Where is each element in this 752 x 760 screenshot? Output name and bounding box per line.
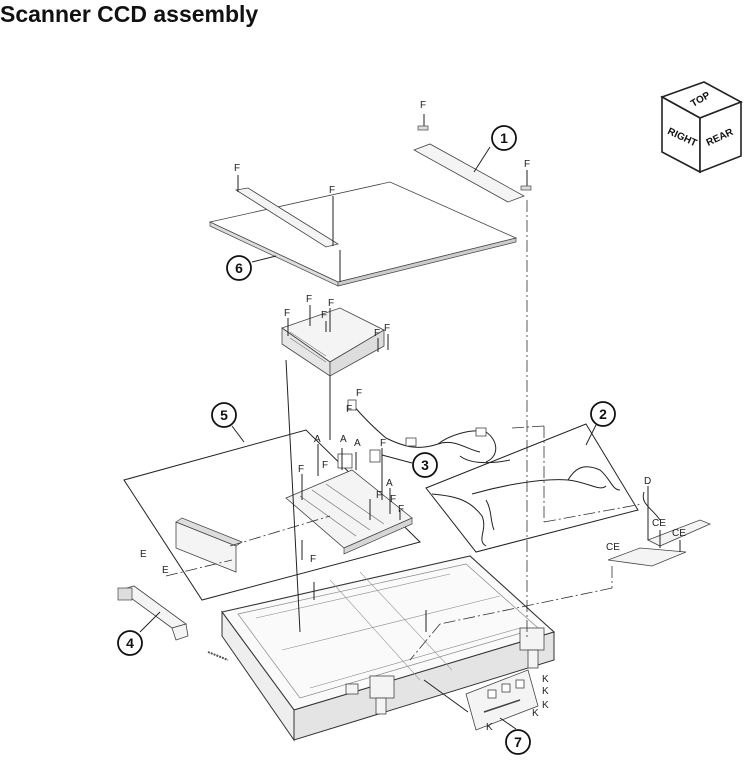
callout-7: 7 (505, 729, 531, 755)
fastener-e-label: E (162, 565, 169, 576)
fastener-f-label: F (420, 100, 426, 111)
fastener-a-label: A (340, 434, 347, 445)
fastener-f-label: F (329, 185, 335, 196)
part-4-connector (117, 585, 189, 641)
callout-pointers (139, 146, 597, 730)
callout-3-label: 3 (421, 457, 429, 473)
fastener-k-label: K (486, 722, 493, 733)
callout-6: 6 (226, 255, 252, 281)
callout-3: 3 (412, 452, 438, 478)
fastener-ce-label: CE (672, 528, 686, 539)
fastener-f-label: F (322, 460, 328, 471)
callout-1-label: 1 (500, 130, 508, 146)
fastener-f-label: F (234, 163, 240, 174)
fastener-a-label: A (314, 434, 321, 445)
fastener-f-label: F (374, 328, 380, 339)
fastener-f-label: F (390, 494, 396, 505)
callout-1: 1 (491, 125, 517, 151)
fastener-f-label: F (346, 404, 352, 415)
fastener-k-label: K (542, 686, 549, 697)
fastener-f-label: F (298, 464, 304, 475)
fastener-f-label: F (284, 308, 290, 319)
scanner-frame (207, 555, 556, 742)
fastener-e-label: E (140, 549, 147, 560)
orientation-cube: TOP RIGHT REAR (660, 81, 743, 174)
fastener-f-label: F (356, 388, 362, 399)
callout-2: 2 (590, 401, 616, 427)
lower-right-bracket (607, 486, 712, 567)
callout-7-label: 7 (514, 734, 522, 750)
callout-4-label: 4 (126, 635, 134, 651)
ccd-top-bracket (281, 305, 389, 377)
fastener-f-label: F (328, 298, 334, 309)
callout-6-label: 6 (235, 260, 243, 276)
callout-5-label: 5 (220, 407, 228, 423)
part-1-strip (413, 114, 532, 203)
fastener-ce-label: CE (652, 518, 666, 529)
part-2-box (425, 423, 639, 553)
fastener-f-label: F (384, 323, 390, 334)
fastener-f-label: F (398, 504, 404, 515)
fastener-a-label: A (386, 478, 393, 489)
fastener-k-label: K (542, 700, 549, 711)
fastener-k-label: K (532, 708, 539, 719)
callout-5: 5 (211, 402, 237, 428)
upper-harness (347, 399, 511, 464)
fastener-f-label: F (380, 438, 386, 449)
fastener-ce-label: CE (606, 542, 620, 553)
page-title: Scanner CCD assembly (0, 1, 259, 27)
fastener-k-label: K (542, 674, 549, 685)
fastener-a-label: A (354, 438, 361, 449)
fastener-f-label: F (376, 490, 382, 501)
fastener-f-label: F (524, 159, 530, 170)
fastener-labels: F F F F F F F F F F F F F F F F F F F A … (140, 100, 686, 733)
part-6-glass (208, 175, 518, 287)
assembly-leader-lines (165, 200, 643, 713)
fastener-f-label: F (310, 554, 316, 565)
fastener-d-label: D (644, 476, 651, 487)
part-5-box (123, 429, 421, 601)
callout-4: 4 (117, 630, 143, 656)
fastener-f-label: F (306, 294, 312, 305)
callout-2-label: 2 (599, 406, 607, 422)
part-7-board (465, 669, 539, 731)
fastener-f-label: F (321, 310, 327, 321)
